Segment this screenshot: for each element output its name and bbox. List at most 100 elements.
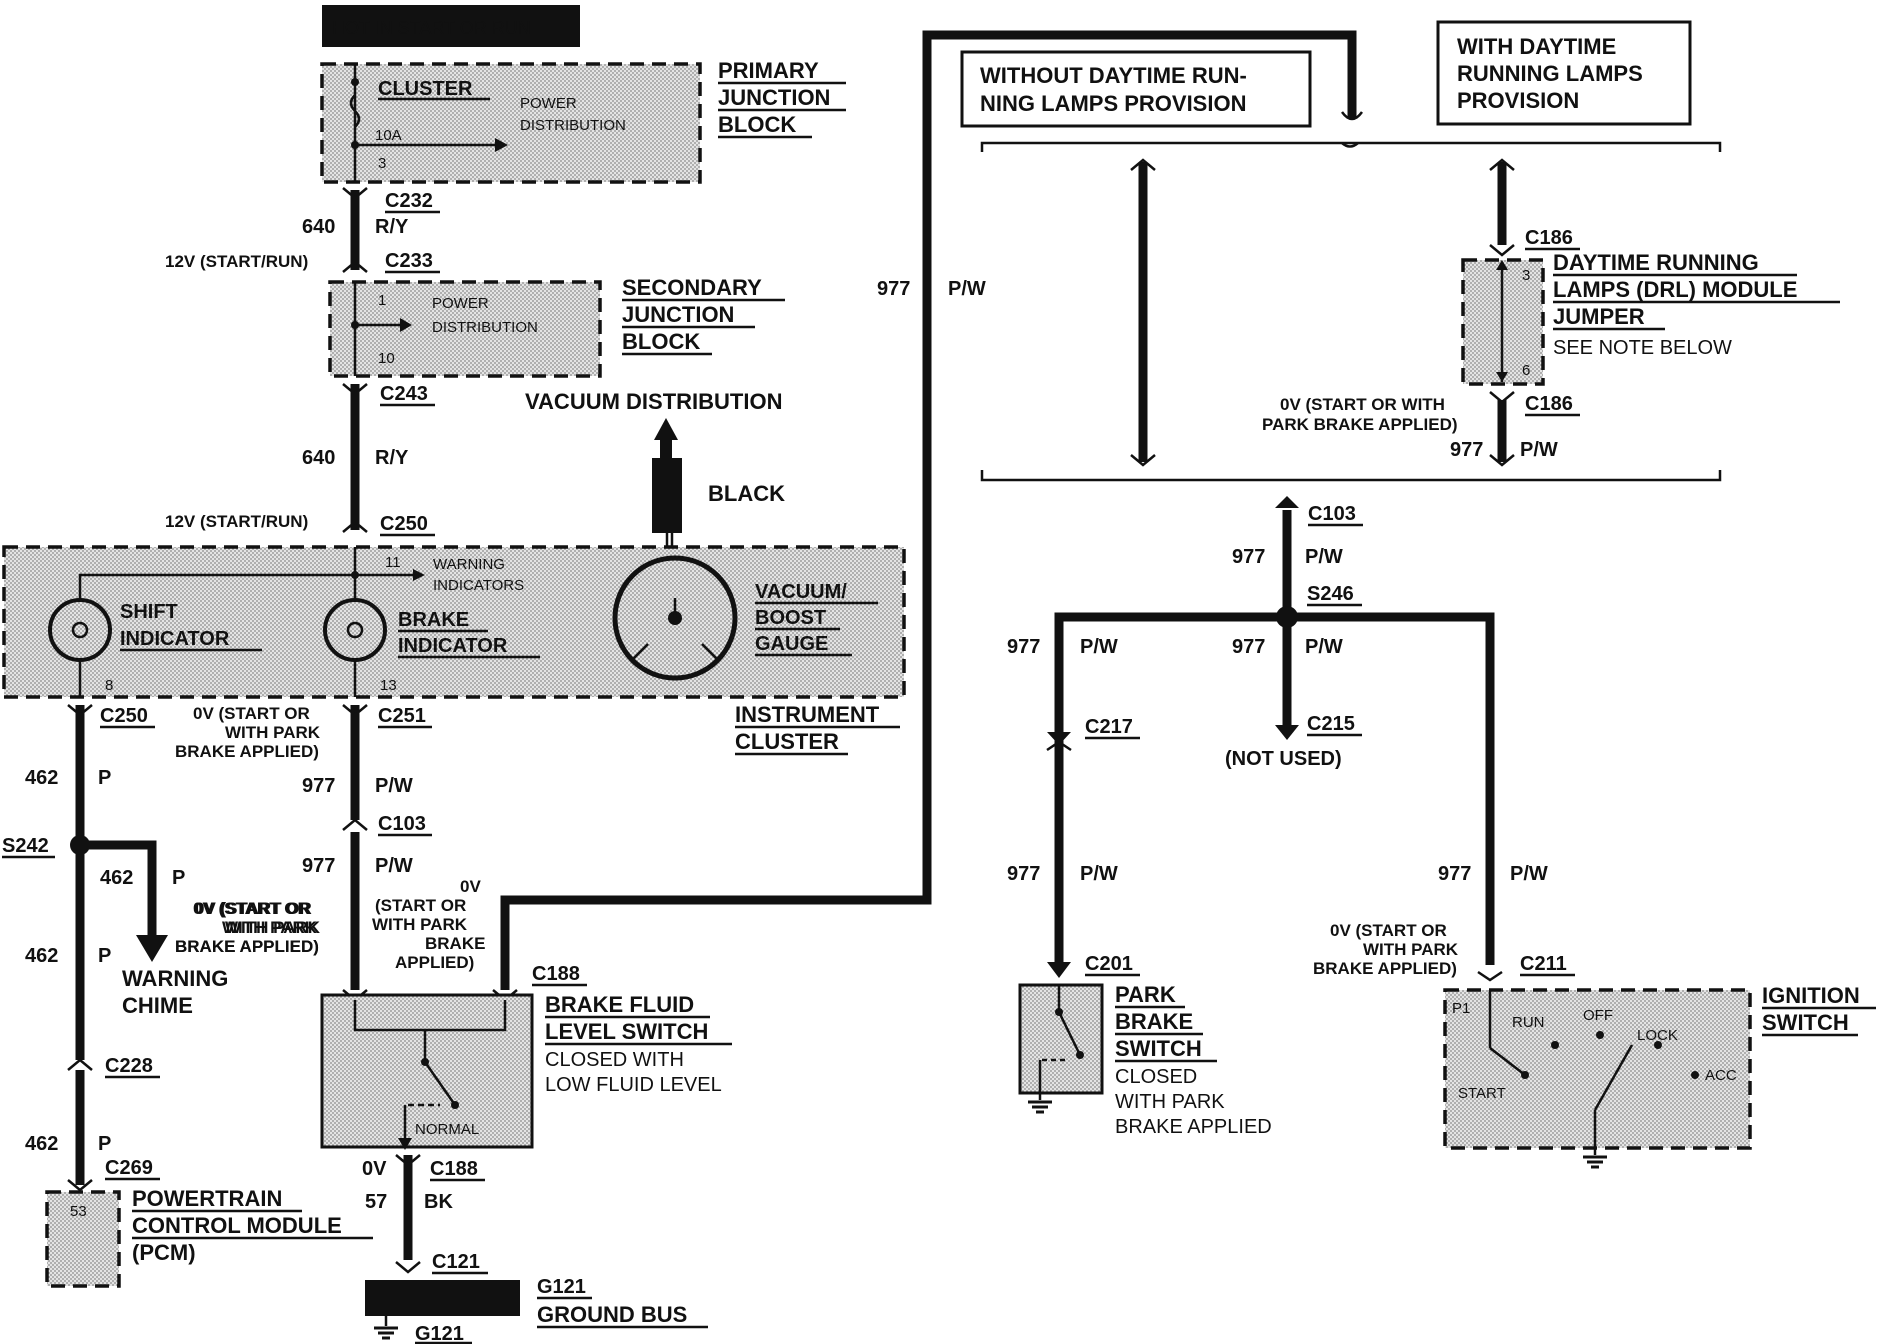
pcm-label-3: (PCM) bbox=[132, 1240, 196, 1265]
park-brake-3: SWITCH bbox=[1115, 1036, 1202, 1061]
ic-pin-11: 11 bbox=[385, 554, 401, 571]
c215-label: C215 bbox=[1307, 713, 1355, 735]
shift-indicator-label-1: SHIFT bbox=[120, 601, 178, 623]
brake-fluid-level-switch: NORMAL bbox=[320, 993, 534, 1150]
hot-label-box bbox=[322, 5, 580, 47]
normal-label: NORMAL bbox=[415, 1121, 479, 1138]
vacuum-distribution-label: VACUUM DISTRIBUTION bbox=[525, 389, 782, 414]
park-brake-5: WITH PARK bbox=[1115, 1091, 1225, 1113]
gauge-label-3: GAUGE bbox=[755, 633, 828, 655]
cluster-fuse-label: CLUSTER bbox=[378, 78, 473, 100]
ign-pos-off: OFF bbox=[1583, 1007, 1613, 1024]
fuse-pin: 3 bbox=[378, 155, 386, 172]
wire-640-b: 640 bbox=[302, 447, 335, 469]
ign-pos-start: START bbox=[1458, 1085, 1506, 1102]
pcm-label-1: POWERTRAIN bbox=[132, 1186, 282, 1211]
without-drl-1: WITHOUT DAYTIME RUN- bbox=[980, 63, 1247, 88]
sjb-distribution-2: DISTRIBUTION bbox=[432, 319, 538, 336]
brake-fluid-1: BRAKE FLUID bbox=[545, 992, 694, 1017]
c186-top-label: C186 bbox=[1525, 227, 1573, 249]
brake-note-3: WITH PARK bbox=[372, 915, 468, 934]
wire-977-c: 977 bbox=[877, 278, 910, 300]
not-used-label: (NOT USED) bbox=[1225, 748, 1342, 770]
warning-chime-1: WARNING bbox=[122, 966, 228, 991]
drl-module-2: LAMPS (DRL) MODULE bbox=[1553, 277, 1797, 302]
wire-977-b: 977 bbox=[302, 855, 335, 877]
c243-label: C243 bbox=[380, 383, 428, 405]
wire-57: 57 bbox=[365, 1191, 387, 1213]
c211-label: C211 bbox=[1520, 953, 1567, 975]
wire-pw-e: P/W bbox=[1305, 546, 1343, 568]
drl-note-1: 0V (START OR WITH bbox=[1280, 395, 1445, 414]
c217-label: C217 bbox=[1085, 716, 1133, 738]
wire-977-i: 977 bbox=[1438, 863, 1471, 885]
wire-977-g: 977 bbox=[1232, 636, 1265, 658]
drl-pin-3: 3 bbox=[1522, 267, 1530, 284]
park-brake-switch bbox=[1018, 983, 1104, 1095]
sjb-title-3: BLOCK bbox=[622, 329, 700, 354]
c251-label: C251 bbox=[378, 705, 426, 727]
wire-pw-a: P/W bbox=[375, 775, 413, 797]
with-drl-3: PROVISION bbox=[1457, 88, 1579, 113]
g121-label-bottom: G121 bbox=[415, 1323, 464, 1344]
chime-note-1: 0V (START OR bbox=[195, 899, 312, 918]
gauge-label-2: BOOST bbox=[755, 607, 826, 629]
ic-title-2: CLUSTER bbox=[735, 729, 839, 754]
wire-pw-g: P/W bbox=[1305, 636, 1343, 658]
v12-label-b: 12V (START/RUN) bbox=[165, 512, 308, 531]
with-drl-2: RUNNING LAMPS bbox=[1457, 61, 1643, 86]
s242-label: S242 bbox=[2, 835, 49, 857]
drl-module-1: DAYTIME RUNNING bbox=[1553, 250, 1759, 275]
c269-label: C269 bbox=[105, 1157, 153, 1179]
ignition-2: SWITCH bbox=[1762, 1010, 1849, 1035]
ign-note-1: 0V (START OR bbox=[1330, 921, 1447, 940]
v12-label-a: 12V (START/RUN) bbox=[165, 252, 308, 271]
ic-title-1: INSTRUMENT bbox=[735, 702, 880, 727]
c201-label: C201 bbox=[1085, 953, 1133, 975]
c103-right-label: C103 bbox=[1308, 503, 1356, 525]
drl-note-2: PARK BRAKE APPLIED) bbox=[1262, 415, 1458, 434]
park-brake-4: CLOSED bbox=[1115, 1066, 1197, 1088]
wire-462-b: 462 bbox=[100, 867, 133, 889]
s246-label: S246 bbox=[1307, 583, 1354, 605]
wire-ry-a: R/Y bbox=[375, 216, 409, 238]
wire-pw-f: P/W bbox=[1080, 636, 1118, 658]
wire-pw-b: P/W bbox=[375, 855, 413, 877]
wire-p-c: P bbox=[98, 945, 111, 967]
drl-module-4: SEE NOTE BELOW bbox=[1553, 337, 1732, 359]
ignition-switch: P1 RUN OFF LOCK START ACC bbox=[1443, 988, 1752, 1150]
park-brake-1: PARK bbox=[1115, 982, 1176, 1007]
pjb-title-2: JUNCTION bbox=[718, 85, 830, 110]
wire-p-b: P bbox=[172, 867, 185, 889]
chime-note-2: WITH PARK bbox=[222, 918, 318, 937]
c228-label: C228 bbox=[105, 1055, 153, 1077]
wire-462-d: 462 bbox=[25, 1133, 58, 1155]
wire-bk: BK bbox=[424, 1191, 453, 1213]
pjb-distribution-2: DISTRIBUTION bbox=[520, 117, 626, 134]
with-drl-box bbox=[1436, 20, 1692, 126]
brake-note-5: APPLIED) bbox=[395, 953, 474, 972]
sjb-pin-10: 10 bbox=[378, 350, 395, 367]
wire-pw-c: P/W bbox=[948, 278, 986, 300]
c188-bottom-label: C188 bbox=[430, 1158, 478, 1180]
brake-switch-note-left-3: BRAKE APPLIED) bbox=[175, 937, 319, 956]
warning-chime-2: CHIME bbox=[122, 993, 193, 1018]
brake-switch-note-left-2: WITH PARK bbox=[225, 918, 321, 937]
secondary-junction-block: 1 10 POWER DISTRIBUTION bbox=[328, 280, 602, 378]
brake-note-4: BRAKE bbox=[425, 934, 485, 953]
c233-label: C233 bbox=[385, 250, 433, 272]
brake-note-2: (START OR bbox=[375, 896, 466, 915]
brake-note-1: 0V bbox=[460, 877, 481, 896]
primary-junction-block: CLUSTER 10A 3 POWER DISTRIBUTION bbox=[320, 62, 702, 184]
ground-bus-bar bbox=[365, 1280, 520, 1316]
pcm-pin-53: 53 bbox=[70, 1203, 87, 1220]
brake-indicator-label-1: BRAKE bbox=[398, 609, 469, 631]
sjb-pin-1: 1 bbox=[378, 292, 386, 309]
chime-note-3: BRAKE APPLIED) bbox=[175, 937, 319, 956]
ign-pos-acc: ACC bbox=[1705, 1067, 1737, 1084]
c103-left-label: C103 bbox=[378, 813, 426, 835]
ground-bus-2: GROUND BUS bbox=[537, 1302, 687, 1327]
c121-label: C121 bbox=[432, 1251, 480, 1273]
v0-label: 0V bbox=[362, 1158, 387, 1180]
